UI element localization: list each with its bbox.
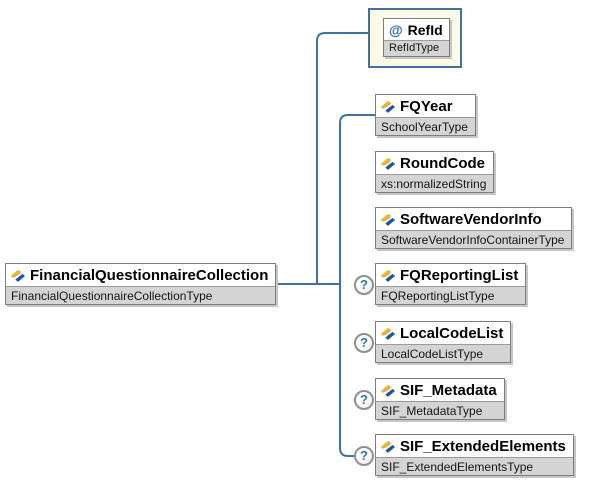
element-name: SIF_ExtendedElements: [400, 437, 566, 455]
element-name: FQReportingList: [400, 266, 519, 284]
element-node-localcodelist[interactable]: LocalCodeList LocalCodeListType: [375, 321, 512, 363]
element-name: LocalCodeList: [400, 324, 504, 342]
element-name: SIF_Metadata: [400, 381, 497, 399]
element-node-sif-extendedelements[interactable]: SIF_ExtendedElements SIF_ExtendedElement…: [375, 434, 574, 476]
element-node-fqreportinglist[interactable]: FQReportingList FQReportingListType: [375, 263, 527, 305]
element-type: SIF_ExtendedElementsType: [376, 457, 573, 475]
element-type: SchoolYearType: [376, 117, 475, 135]
element-icon: [381, 440, 395, 453]
optional-marker-sif-metadata: ?: [354, 390, 374, 410]
element-node-softwarevendorinfo[interactable]: SoftwareVendorInfo SoftwareVendorInfoCon…: [375, 207, 573, 249]
element-type: LocalCodeListType: [376, 344, 511, 362]
element-type: FinancialQuestionnaireCollectionType: [6, 286, 276, 304]
element-icon: [11, 269, 25, 282]
attribute-at-icon: @: [389, 21, 403, 38]
element-name: SoftwareVendorInfo: [400, 210, 542, 228]
element-icon: [381, 269, 395, 282]
element-type: SoftwareVendorInfoContainerType: [376, 230, 572, 248]
optional-marker-localcodelist: ?: [354, 333, 374, 353]
attribute-type: RefIdType: [384, 40, 449, 56]
attribute-node-refid[interactable]: @ RefId RefIdType: [383, 18, 450, 57]
attribute-container: @ RefId RefIdType: [368, 8, 462, 68]
element-name: FQYear: [400, 97, 453, 115]
element-icon: [381, 157, 395, 170]
element-name: FinancialQuestionnaireCollection: [30, 266, 269, 284]
optional-marker-sif-extendedelements: ?: [354, 446, 374, 466]
element-node-roundcode[interactable]: RoundCode xs:normalizedString: [375, 151, 495, 193]
attribute-name: RefId: [407, 21, 443, 38]
element-type: xs:normalizedString: [376, 174, 494, 192]
element-icon: [381, 213, 395, 226]
connector-children-trunk: [339, 114, 380, 457]
element-type: FQReportingListType: [376, 286, 526, 304]
element-icon: [381, 327, 395, 340]
element-type: SIF_MetadataType: [376, 401, 504, 419]
element-node-fqyear[interactable]: FQYear SchoolYearType: [375, 94, 476, 136]
connector-attribute: [316, 32, 372, 284]
element-icon: [381, 100, 395, 113]
optional-marker-fqreportinglist: ?: [354, 275, 374, 295]
element-node-sif-metadata[interactable]: SIF_Metadata SIF_MetadataType: [375, 378, 505, 420]
element-node-financialquestionnairecollection[interactable]: FinancialQuestionnaireCollection Financi…: [5, 263, 277, 305]
element-name: RoundCode: [400, 154, 485, 172]
element-icon: [381, 384, 395, 397]
